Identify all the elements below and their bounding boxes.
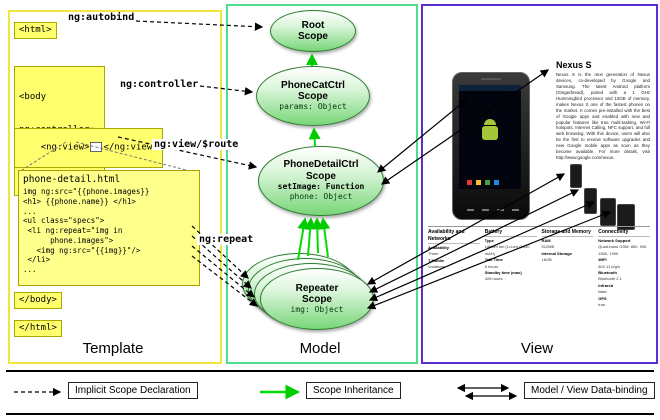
ng-view-route-label: ng:view/$route xyxy=(152,139,241,150)
phone-title: Nexus S xyxy=(556,60,592,70)
app-icon xyxy=(476,180,481,185)
scope-name: PhoneCatCtrl xyxy=(281,79,345,91)
body-close-tag: </body> xyxy=(14,292,62,310)
phone-thumbnail xyxy=(584,188,597,214)
list-item: Network Support xyxy=(598,238,631,243)
scope-name: Repeater xyxy=(295,282,339,294)
spec-heading: Storage and Memory xyxy=(541,229,594,237)
phone-description: Nexus S is the next generation of Nexus … xyxy=(556,72,650,161)
phone-button xyxy=(512,209,519,211)
list-item: <img ng:src="{{img}}"/> xyxy=(23,245,141,255)
list-item: <h1> {{phone.name}} </h1> xyxy=(23,196,136,206)
scope-type: Scope xyxy=(301,294,332,306)
root-scope-ellipse: Root Scope xyxy=(270,10,356,52)
html-open-tag: <html> xyxy=(14,22,57,40)
list-item: <ul class="specs"> xyxy=(23,216,105,226)
ng-autobind-label: ng:autobind xyxy=(66,12,137,23)
scope-type: Scope xyxy=(305,170,336,182)
legend-data-binding: Model / View Data-binding xyxy=(524,382,655,399)
nexus-phone-image xyxy=(452,72,530,220)
list-item: ... xyxy=(23,206,37,216)
legend-implicit-scope: Implicit Scope Declaration xyxy=(68,382,198,399)
scope-name: PhoneDetailCtrl xyxy=(283,159,359,171)
phone-status-bar xyxy=(459,85,521,91)
phone-button xyxy=(497,209,504,211)
list-item: Vodafone xyxy=(428,264,445,270)
scope-prop-phone: phone: Object xyxy=(289,192,353,202)
android-logo-icon xyxy=(484,119,496,125)
ng-view-open: <ng:view> xyxy=(40,142,90,153)
list-item: ... xyxy=(23,265,37,274)
template-panel-label: Template xyxy=(82,340,144,357)
scope-prop-setimage: setImage: Function xyxy=(277,181,365,191)
phone-app-dock xyxy=(467,180,499,185)
legend-scope-inheritance: Scope Inheritance xyxy=(306,382,401,399)
list-item: true xyxy=(598,301,606,307)
scope-type: Scope xyxy=(297,31,328,43)
code-box-title: phone-detail.html xyxy=(23,174,121,185)
ng-repeat-label: ng:repeat xyxy=(197,234,256,245)
view-panel-label: View xyxy=(520,340,554,357)
phone-detail-code-box: phone-detail.html img ng:src="{{phone.im… xyxy=(18,170,200,286)
body-open-line: <body xyxy=(19,91,47,102)
list-item: 16GB xyxy=(541,257,552,263)
spec-heading: Battery xyxy=(484,229,537,237)
phonedetailctrl-scope-ellipse: PhoneDetailCtrl Scope setImage: Function… xyxy=(258,146,384,216)
phone-button xyxy=(467,209,474,211)
phone-button xyxy=(482,209,489,211)
phone-thumbnail xyxy=(600,198,616,226)
app-icon xyxy=(467,180,472,185)
phone-screen xyxy=(459,85,521,189)
scope-prop-img: img: Object xyxy=(290,305,344,315)
scope-type: Scope xyxy=(297,91,328,103)
phone-speaker xyxy=(481,78,501,80)
list-item: </li> xyxy=(23,255,51,265)
android-logo-icon xyxy=(482,126,498,140)
scope-name: Root xyxy=(301,19,325,31)
ng-view-close: </ng:view> xyxy=(103,142,158,153)
model-panel-label: Model xyxy=(299,340,341,357)
list-item: phone.images"> xyxy=(23,235,114,245)
phone-buttons xyxy=(467,209,519,211)
app-icon xyxy=(494,180,499,185)
repeater-scope-ellipse: Repeater Scope img: Object xyxy=(260,268,374,330)
list-item: img ng:src="{{phone.images}} xyxy=(23,187,150,196)
phone-thumbnail xyxy=(570,164,582,188)
list-item: <li ng:repeat="img in xyxy=(23,226,123,235)
phone-thumbnail xyxy=(617,204,635,230)
spec-heading: Connectivity xyxy=(598,229,650,237)
scope-prop-params: params: Object xyxy=(279,102,347,112)
code-lines: img ng:src="{{phone.images}}<h1> {{phone… xyxy=(23,187,195,275)
html-close-tag: </html> xyxy=(14,320,62,338)
list-item: Lithium Ion (Li-Ion) (1500 mAH) xyxy=(484,244,530,256)
list-item: 428 hours xyxy=(484,276,503,282)
ng-controller-label: ng:controller xyxy=(118,79,201,90)
spec-heading: Availability and Networks xyxy=(428,229,480,244)
phonecatctrl-scope-ellipse: PhoneCatCtrl Scope params: Object xyxy=(256,66,370,126)
app-icon xyxy=(485,180,490,185)
list-item: Quad-band GSM: 850, 900, 1800, 1900 xyxy=(598,244,648,256)
ng-view-placeholder-box xyxy=(90,142,103,153)
ng-view-tag: <ng:view> </ng:view> xyxy=(14,128,163,169)
